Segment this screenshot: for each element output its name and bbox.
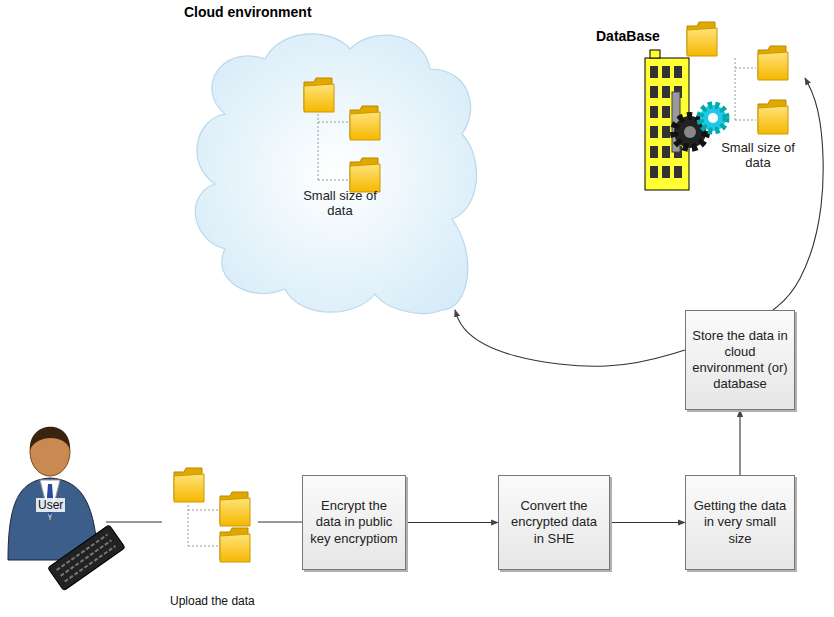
- node-heading: Cloud environment: [184, 4, 312, 20]
- flow-arrow: [406, 522, 498, 523]
- user-figure: [8, 427, 125, 591]
- box-text: Convert the encrypted data in SHE: [505, 498, 603, 547]
- cloud-shape: [180, 4, 480, 316]
- database-node: DataBaseSmall size of data: [590, 26, 805, 186]
- user-label: User: [36, 498, 65, 512]
- folder-tree: [174, 468, 250, 562]
- node-text: Small size of data: [292, 188, 388, 218]
- node-heading: DataBase: [596, 28, 660, 44]
- process-box: Getting the data in very small size: [685, 475, 795, 570]
- box-text: Getting the data in very small size: [692, 498, 788, 547]
- folder-tree: [687, 22, 788, 134]
- box-text: Store the data in cloud environment (or)…: [692, 328, 788, 393]
- folder-tree: [304, 78, 380, 192]
- flow-arrow: [455, 310, 685, 366]
- database-building: [645, 50, 726, 190]
- flow-arrow: [610, 522, 685, 523]
- process-box: Encrypt the data in public key encryptio…: [302, 475, 406, 570]
- node-text: Small size of data: [718, 140, 798, 170]
- cloud-region: Cloud environmentSmall size of data: [180, 4, 480, 316]
- upload-label: Upload the data: [168, 594, 257, 608]
- flow-line: [106, 522, 302, 523]
- box-text: Encrypt the data in public key encryptio…: [309, 498, 399, 547]
- flow-arrow: [739, 410, 740, 475]
- flow-arrow: [773, 78, 823, 310]
- process-box: Store the data in cloud environment (or)…: [685, 310, 795, 410]
- process-box: Convert the encrypted data in SHE: [498, 475, 610, 570]
